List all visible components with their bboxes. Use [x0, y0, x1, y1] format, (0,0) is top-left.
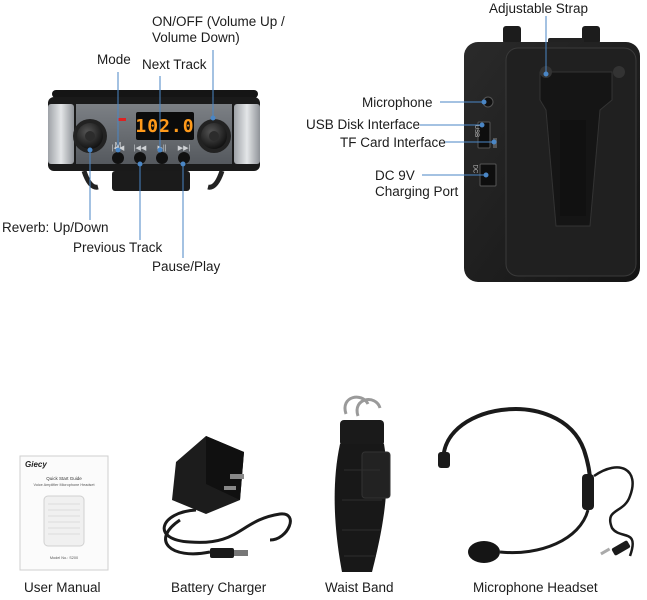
label-next-track: Next Track	[142, 57, 207, 72]
front-leader-lines	[87, 50, 216, 258]
label-usb-disk: USB Disk Interface	[306, 117, 421, 132]
back-device	[464, 26, 640, 282]
label-microphone: Microphone	[362, 95, 433, 110]
label-charging-port: Charging Port	[375, 184, 459, 199]
lcd-display-readout: 102.0	[135, 115, 195, 137]
svg-text:▶||: ▶||	[157, 145, 166, 152]
label-reverb: Reverb: Up/Down	[2, 220, 109, 235]
caption-microphone-headset: Microphone Headset	[473, 580, 598, 595]
caption-battery-charger: Battery Charger	[171, 580, 267, 595]
waist-band-illustration	[334, 395, 391, 572]
svg-text:|◀◀: |◀◀	[134, 145, 147, 152]
user-manual-illustration	[19, 455, 109, 571]
label-previous-track: Previous Track	[73, 240, 163, 255]
label-mode: Mode	[97, 52, 131, 67]
dc-port-text: DC	[471, 164, 478, 174]
caption-user-manual: User Manual	[24, 580, 101, 595]
usb-port-text: USB	[473, 124, 480, 138]
label-pause-play: Pause/Play	[152, 259, 221, 274]
svg-text:▶▶|: ▶▶|	[178, 145, 191, 152]
manual-brand: Giecy	[25, 460, 47, 469]
front-device: |◀◀ |◀◀ ▶|| ▶▶|	[48, 90, 260, 191]
label-on-off: ON/OFF (Volume Up / Volume Down)	[152, 14, 285, 45]
mode-button-glyph: M	[114, 141, 122, 150]
manual-subtitle: Voice Amplifier Microphone Headset	[33, 483, 95, 487]
back-leader-lines	[420, 16, 549, 178]
label-adjustable-strap: Adjustable Strap	[489, 1, 589, 16]
battery-charger-illustration	[162, 436, 292, 558]
caption-waist-band: Waist Band	[325, 580, 394, 595]
status-led-icon	[118, 118, 126, 121]
manual-model: Model No.: S200	[49, 556, 79, 560]
label-tf-card: TF Card Interface	[340, 135, 446, 150]
microphone-headset-illustration	[438, 407, 634, 563]
label-dc-9v: DC 9V	[375, 168, 415, 183]
manual-title: Quick Start Guide	[46, 476, 82, 481]
